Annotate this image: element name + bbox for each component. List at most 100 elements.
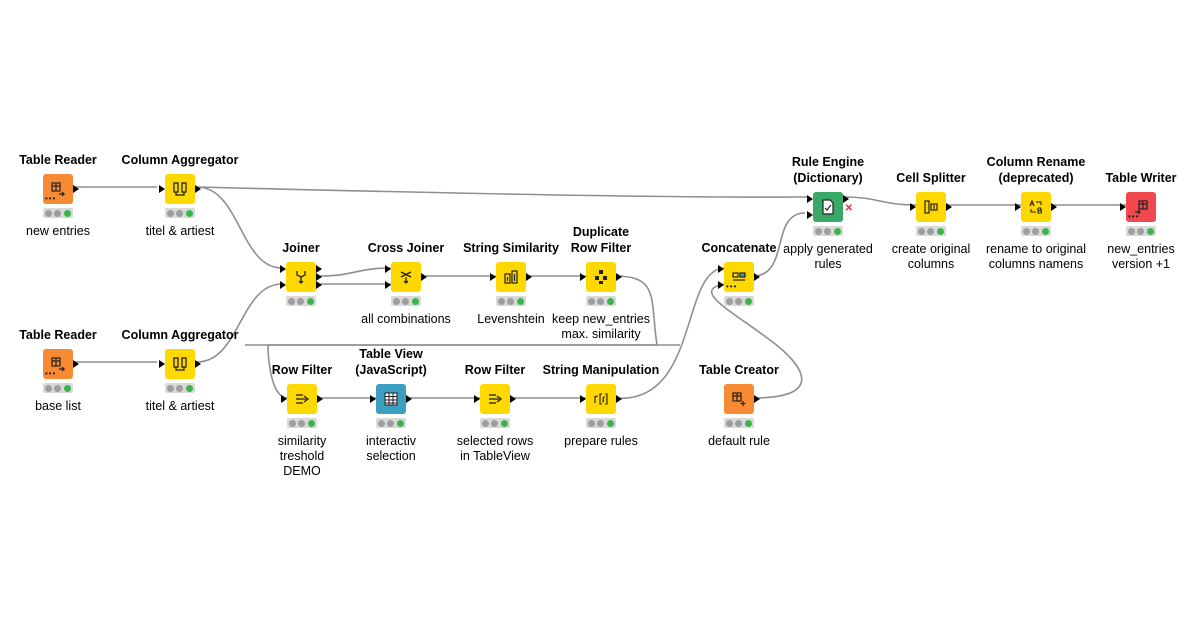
- node-status: [916, 226, 946, 236]
- column-rename-icon[interactable]: [1015, 192, 1057, 222]
- row-filter-icon[interactable]: [474, 384, 516, 414]
- node-title: Cell Splitter: [896, 171, 966, 185]
- node-label-line1[interactable]: apply generated: [783, 242, 873, 256]
- input-port[interactable]: [910, 203, 916, 211]
- output-port[interactable]: [421, 273, 427, 281]
- table-reader-icon[interactable]: •••: [43, 174, 79, 204]
- input-port[interactable]: [580, 273, 586, 281]
- input-port[interactable]: [159, 360, 165, 368]
- input-port-2[interactable]: [385, 281, 391, 289]
- node-label-line2[interactable]: in TableView: [460, 449, 530, 463]
- output-port-2[interactable]: [316, 273, 322, 281]
- output-port[interactable]: [510, 395, 516, 403]
- wire-stringmanip-concatenate: [614, 267, 726, 399]
- output-port[interactable]: [195, 185, 201, 193]
- node-label-line1[interactable]: similarity: [277, 434, 327, 448]
- node-label-line3[interactable]: DEMO: [283, 464, 321, 478]
- input-port-1[interactable]: [385, 265, 391, 273]
- string-similarity-icon[interactable]: [490, 262, 532, 292]
- input-port[interactable]: [1015, 203, 1021, 211]
- input-port[interactable]: [580, 395, 586, 403]
- node-label-line2[interactable]: rules: [814, 257, 842, 271]
- node-label[interactable]: prepare rules: [564, 434, 638, 448]
- node-label[interactable]: titel & artiest: [145, 224, 215, 238]
- column-aggregator-icon[interactable]: [159, 349, 201, 379]
- node-label-line1[interactable]: rename to original: [985, 242, 1087, 256]
- wire-ruleengine-cellsplitter: [842, 196, 918, 206]
- table-reader-icon[interactable]: •••: [43, 349, 79, 379]
- output-port[interactable]: [73, 185, 79, 193]
- node-title: String Manipulation: [542, 363, 660, 377]
- input-port-2[interactable]: [807, 211, 813, 219]
- table-creator-icon[interactable]: [724, 384, 760, 414]
- cell-splitter-icon[interactable]: [910, 192, 952, 222]
- duplicate-row-filter-icon[interactable]: [580, 262, 622, 292]
- node-label-line2[interactable]: version +1: [1111, 257, 1171, 271]
- duplicate-row-filter-glyph: [595, 270, 607, 284]
- table-writer-icon[interactable]: •••: [1120, 192, 1156, 222]
- node-label[interactable]: default rule: [708, 434, 770, 448]
- column-rename-glyph: [1029, 199, 1043, 214]
- output-port[interactable]: [754, 273, 760, 281]
- input-port-2[interactable]: [280, 281, 286, 289]
- node-label-line2[interactable]: columns namens: [988, 257, 1084, 271]
- output-port[interactable]: [843, 195, 849, 203]
- output-port[interactable]: [317, 395, 323, 403]
- output-port[interactable]: [406, 395, 412, 403]
- node-label[interactable]: new entries: [26, 224, 90, 238]
- node-label[interactable]: Levenshtein: [477, 312, 545, 326]
- input-port[interactable]: [281, 395, 287, 403]
- node-status: [496, 296, 526, 306]
- string-manipulation-glyph: [594, 393, 608, 405]
- node-label-line2[interactable]: selection: [366, 449, 416, 463]
- input-port-1[interactable]: [807, 195, 813, 203]
- concatenate-icon[interactable]: •••: [718, 262, 760, 292]
- node-label-line2[interactable]: columns: [907, 257, 955, 271]
- column-aggregator-icon[interactable]: [159, 174, 201, 204]
- input-port[interactable]: [474, 395, 480, 403]
- joiner-icon[interactable]: [280, 262, 322, 292]
- output-port-1[interactable]: [316, 265, 322, 273]
- input-port[interactable]: [370, 395, 376, 403]
- rule-engine-icon[interactable]: ✕: [807, 192, 853, 222]
- node-dots: •••: [45, 369, 57, 378]
- output-port-3[interactable]: [316, 281, 322, 289]
- string-manipulation-icon[interactable]: [580, 384, 622, 414]
- output-port[interactable]: [526, 273, 532, 281]
- output-port[interactable]: [73, 360, 79, 368]
- table-view-icon[interactable]: [370, 384, 412, 414]
- output-port[interactable]: [1051, 203, 1057, 211]
- node-status: [1126, 226, 1156, 236]
- node-title-line2: (JavaScript): [355, 363, 427, 377]
- node-status: [43, 208, 73, 218]
- rule-engine-glyph: [822, 199, 834, 215]
- node-status: [480, 418, 510, 428]
- node-label-line2[interactable]: treshold: [279, 449, 325, 463]
- output-port[interactable]: [195, 360, 201, 368]
- row-filter-icon[interactable]: [281, 384, 323, 414]
- node-label-line1[interactable]: keep new_entries: [552, 312, 650, 326]
- node-label-line1[interactable]: create original: [891, 242, 971, 256]
- node-title: Table Reader: [19, 153, 97, 167]
- input-port[interactable]: [159, 185, 165, 193]
- node-label[interactable]: base list: [35, 399, 81, 413]
- output-port[interactable]: [616, 395, 622, 403]
- node-label-line1[interactable]: interactiv: [365, 434, 417, 448]
- node-label-line1[interactable]: new_entries: [1107, 242, 1175, 256]
- input-port-2[interactable]: [718, 281, 724, 289]
- output-port[interactable]: [946, 203, 952, 211]
- input-port-1[interactable]: [280, 265, 286, 273]
- cross-joiner-icon[interactable]: [385, 262, 427, 292]
- node-label-line1[interactable]: selected rows: [456, 434, 534, 448]
- node-label[interactable]: titel & artiest: [145, 399, 215, 413]
- output-port[interactable]: [616, 273, 622, 281]
- input-port[interactable]: [490, 273, 496, 281]
- node-label[interactable]: all combinations: [361, 312, 451, 326]
- input-port-1[interactable]: [718, 265, 724, 273]
- node-label-line2[interactable]: max. similarity: [561, 327, 641, 341]
- node-title: Row Filter: [271, 363, 333, 377]
- input-port[interactable]: [1120, 203, 1126, 211]
- output-port[interactable]: [754, 395, 760, 403]
- node-title: Table Writer: [1105, 171, 1177, 185]
